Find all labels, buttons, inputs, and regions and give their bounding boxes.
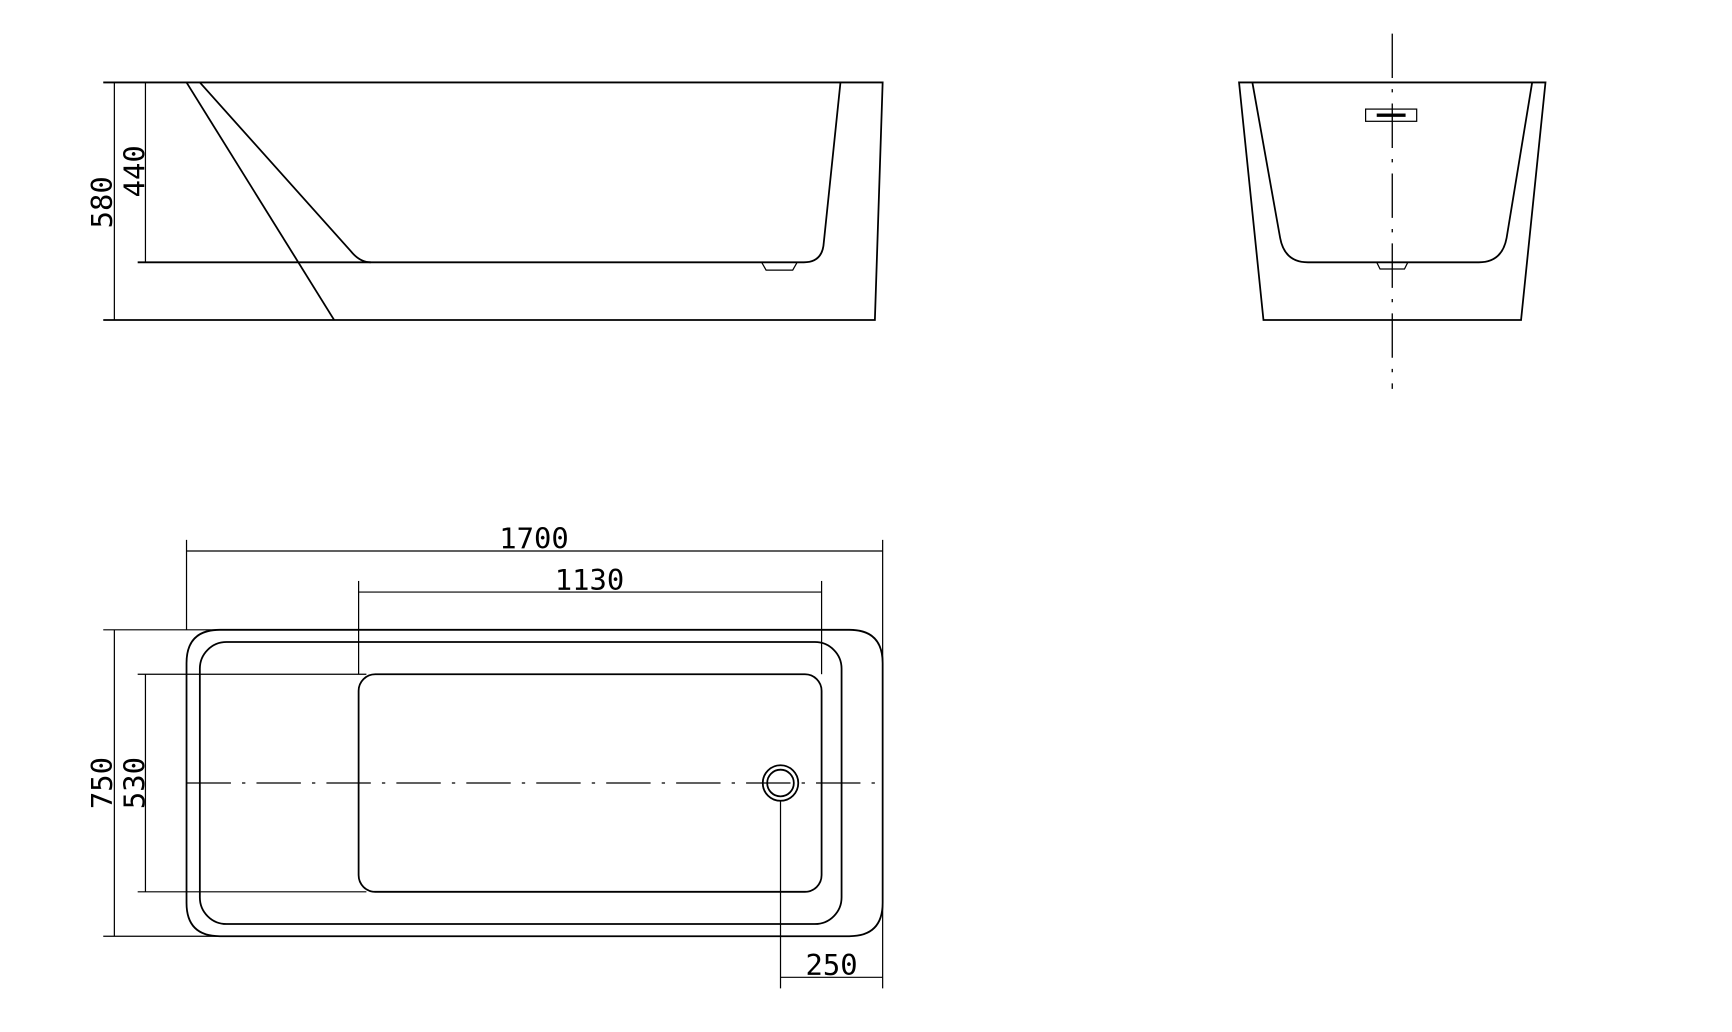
side-inner-basin xyxy=(199,81,842,264)
drain-foot xyxy=(761,262,798,271)
end-inner-basin xyxy=(1251,82,1534,264)
dim-label-530: 530 xyxy=(117,757,151,809)
dim-label-250: 250 xyxy=(806,948,858,982)
end-drain xyxy=(1376,262,1409,270)
dim-label-1130: 1130 xyxy=(555,563,625,597)
plan-view: 1700 1130 750 530 250 xyxy=(85,522,884,989)
end-view xyxy=(1238,33,1547,389)
dim-label-750: 750 xyxy=(85,757,119,809)
dim-label-1700: 1700 xyxy=(499,522,569,556)
dim-label-580: 580 xyxy=(85,176,119,228)
end-outer-profile xyxy=(1238,81,1547,321)
overflow-icon xyxy=(1365,108,1418,122)
dim-label-440: 440 xyxy=(117,145,151,197)
side-backrest-outer xyxy=(185,81,335,321)
plan-outer-rim xyxy=(185,628,884,938)
drain-inner xyxy=(766,768,795,798)
side-view: 580 440 xyxy=(85,81,884,321)
side-outer-profile xyxy=(103,81,884,321)
overflow-slot xyxy=(1376,113,1406,117)
